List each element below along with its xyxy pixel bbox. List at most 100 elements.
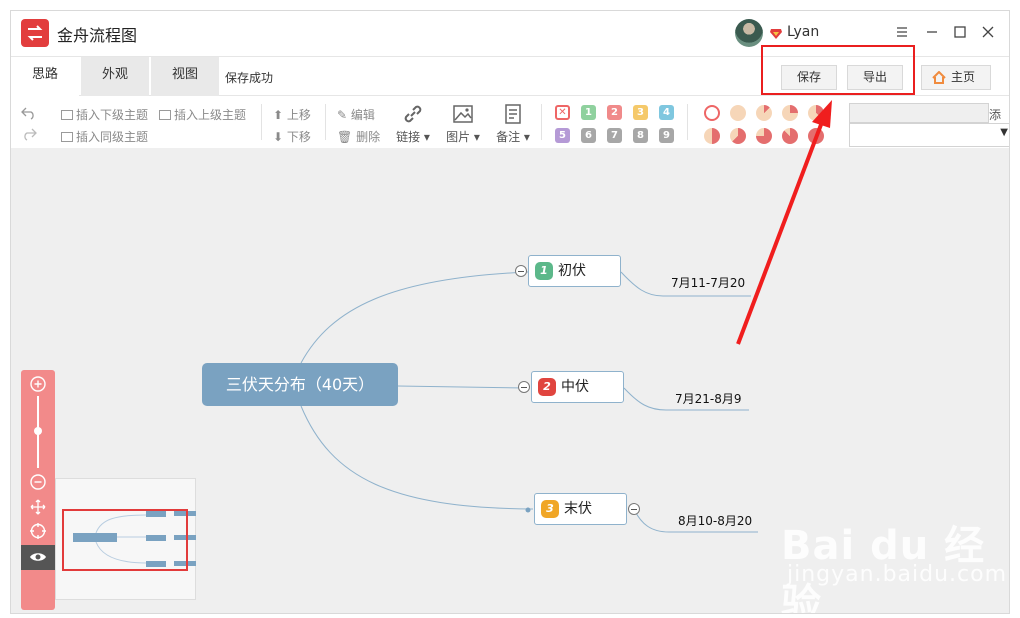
- toolbar: 插入下级主题 插入上级主题 插入同级主题 ⬆ 上移 ⬇ 下移 ✎ 编辑 🗑 删除…: [11, 96, 1009, 148]
- menu-icon[interactable]: [891, 21, 913, 43]
- priority-badge: 2: [538, 378, 556, 396]
- delete-button[interactable]: 🗑 删除: [337, 128, 380, 145]
- insert-parent-label: 插入上级主题: [174, 108, 247, 122]
- priority-badge: 3: [541, 500, 559, 518]
- note-icon: [505, 104, 521, 124]
- insert-parent-button[interactable]: 插入上级主题: [159, 106, 246, 123]
- minimize-icon[interactable]: [921, 21, 943, 43]
- chevron-down-icon: ▼: [1000, 127, 1008, 138]
- app-title: 金舟流程图: [57, 26, 138, 45]
- minimap[interactable]: [55, 478, 196, 600]
- pan-move-icon[interactable]: [30, 499, 46, 515]
- progress-8-icon[interactable]: [808, 128, 824, 144]
- priority-6-icon[interactable]: 6: [581, 128, 596, 143]
- close-icon[interactable]: [977, 21, 999, 43]
- link-button[interactable]: 链接 ▾: [393, 103, 433, 145]
- minimap-viewport[interactable]: [62, 509, 188, 571]
- undo-icon[interactable]: [21, 106, 37, 120]
- title-bar: 金舟流程图 Lyan: [11, 11, 1009, 56]
- edit-icon: ✎: [337, 108, 348, 122]
- zoom-panel: [21, 370, 55, 610]
- avatar[interactable]: [735, 19, 763, 47]
- topic-label: 初伏: [558, 263, 586, 279]
- maximize-icon[interactable]: [949, 21, 971, 43]
- redo-icon[interactable]: [21, 127, 37, 141]
- note-button[interactable]: 备注 ▾: [493, 103, 533, 145]
- insert-parent-icon: [159, 110, 171, 120]
- progress-6-icon[interactable]: [756, 128, 772, 144]
- priority-2-icon[interactable]: 2: [607, 105, 622, 120]
- topic-node[interactable]: 2 中伏: [531, 371, 624, 403]
- priority-9-icon[interactable]: 9: [659, 128, 674, 143]
- collapse-toggle-icon[interactable]: [518, 381, 530, 393]
- watermark-url: jingyan.baidu.com: [787, 562, 1008, 587]
- date-label[interactable]: 7月11-7月20: [671, 276, 746, 290]
- priority-3-icon[interactable]: 3: [633, 105, 648, 120]
- move-up-button[interactable]: ⬆ 上移: [273, 106, 311, 123]
- app-logo-icon: [21, 19, 49, 47]
- style-input[interactable]: [849, 103, 989, 123]
- style-select[interactable]: ▼: [849, 123, 1009, 147]
- center-target-icon[interactable]: [30, 523, 46, 539]
- progress-5-icon[interactable]: [730, 128, 746, 144]
- zoom-in-icon[interactable]: [30, 376, 46, 392]
- minimap-toggle[interactable]: [21, 545, 55, 570]
- collapse-toggle-icon[interactable]: [628, 503, 640, 515]
- progress-7-icon[interactable]: [782, 128, 798, 144]
- tab-thinking[interactable]: 思路: [11, 57, 79, 96]
- topic-node[interactable]: 3 末伏: [534, 493, 627, 525]
- home-button[interactable]: 主页: [921, 65, 991, 90]
- divider: [325, 104, 326, 140]
- edit-button[interactable]: ✎ 编辑: [337, 106, 375, 123]
- progress-2-icon[interactable]: [782, 105, 798, 121]
- priority-5-icon[interactable]: 5: [555, 128, 570, 143]
- image-label: 图片: [446, 130, 471, 144]
- save-button[interactable]: 保存: [781, 65, 837, 90]
- progress-0-icon[interactable]: [730, 105, 746, 121]
- export-button[interactable]: 导出: [847, 65, 903, 90]
- priority-7-icon[interactable]: 7: [607, 128, 622, 143]
- image-icon: [453, 105, 473, 123]
- divider: [261, 104, 262, 140]
- insert-child-button[interactable]: 插入下级主题: [61, 106, 148, 123]
- link-label: 链接: [396, 130, 421, 144]
- tab-appearance[interactable]: 外观: [81, 57, 149, 96]
- watermark-logo: Bai du 经验: [781, 523, 986, 614]
- image-button[interactable]: 图片 ▾: [443, 103, 483, 145]
- priority-badge: 1: [535, 262, 553, 280]
- username[interactable]: Lyan: [787, 24, 820, 40]
- priority-4-icon[interactable]: 4: [659, 105, 674, 120]
- vip-badge-icon: [770, 29, 782, 39]
- move-down-button[interactable]: ⬇ 下移: [273, 128, 311, 145]
- date-label[interactable]: 8月10-8月20: [678, 514, 753, 528]
- arrow-down-icon: ⬇: [273, 130, 284, 144]
- topic-label: 末伏: [564, 501, 592, 517]
- topic-label: 中伏: [561, 379, 589, 395]
- priority-1-icon[interactable]: 1: [581, 105, 596, 120]
- root-topic[interactable]: 三伏天分布（40天）: [202, 363, 398, 406]
- highlight-annotation: [761, 45, 915, 95]
- zoom-slider-handle[interactable]: [34, 427, 42, 435]
- connector-lines: [300, 271, 758, 533]
- progress-3-icon[interactable]: [808, 105, 824, 121]
- app-window: 金舟流程图 Lyan 思路 外观 视图 保存成功 保存 导出: [10, 10, 1010, 614]
- progress-1-icon[interactable]: [756, 105, 772, 121]
- insert-sibling-button[interactable]: 插入同级主题: [61, 128, 148, 145]
- tab-view[interactable]: 视图: [151, 57, 219, 96]
- minimap-preview: [73, 511, 196, 567]
- eye-icon: [30, 553, 46, 561]
- zoom-out-icon[interactable]: [30, 474, 46, 490]
- edit-label: 编辑: [350, 108, 375, 122]
- date-label[interactable]: 7月21-8月9: [675, 392, 742, 406]
- insert-child-icon: [61, 110, 73, 120]
- topic-node[interactable]: 1 初伏: [528, 255, 621, 287]
- priority-8-icon[interactable]: 8: [633, 128, 648, 143]
- clear-priority-icon[interactable]: ✕: [555, 105, 570, 120]
- home-label: 主页: [950, 70, 975, 84]
- collapse-toggle-icon[interactable]: [515, 265, 527, 277]
- divider: [541, 104, 542, 140]
- arrow-up-icon: ⬆: [273, 108, 284, 122]
- progress-4-icon[interactable]: [704, 128, 720, 144]
- clear-progress-icon[interactable]: [704, 105, 720, 121]
